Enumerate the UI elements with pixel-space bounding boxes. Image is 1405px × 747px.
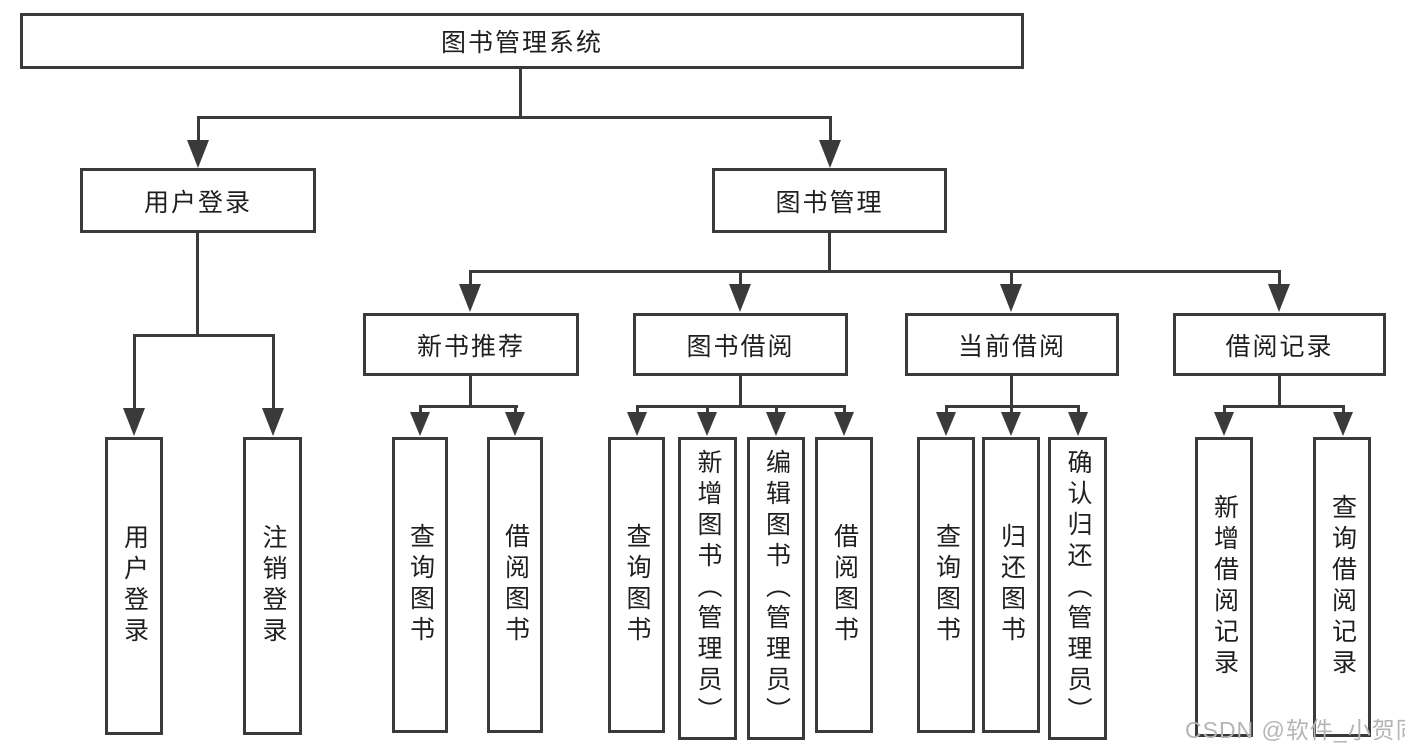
node-leaf-add-book-admin: 新增图书（管理员）: [678, 437, 737, 740]
connector-line: [843, 405, 846, 416]
node-leaf-query-book-2: 查询图书: [608, 437, 665, 733]
node-leaf-edit-book-admin: 编辑图书（管理员）: [747, 437, 805, 740]
connector-line: [197, 116, 200, 142]
arrowhead-down-icon: [1214, 412, 1234, 436]
connector-line: [706, 405, 709, 416]
connector-line: [469, 270, 472, 286]
connector-line: [739, 376, 742, 407]
connector-line: [514, 405, 517, 416]
connector-line: [419, 405, 422, 416]
node-leaf-logout: 注销登录: [243, 437, 302, 735]
connector-line: [636, 405, 846, 408]
node-leaf-return-book: 归还图书: [982, 437, 1040, 733]
connector-line: [469, 376, 472, 407]
csdn-watermark: CSDN @软件_小贺同学: [1185, 717, 1405, 743]
node-borrow-record: 借阅记录: [1173, 313, 1386, 376]
arrowhead-down-icon: [697, 412, 717, 436]
connector-line: [1010, 405, 1013, 416]
connector-line: [775, 405, 778, 416]
arrowhead-down-icon: [1001, 412, 1021, 436]
arrowhead-down-icon: [262, 408, 284, 436]
arrowhead-down-icon: [834, 412, 854, 436]
connector-line: [1342, 405, 1345, 416]
arrowhead-down-icon: [766, 412, 786, 436]
arrowhead-down-icon: [819, 140, 841, 168]
arrowhead-down-icon: [410, 412, 430, 436]
connector-line: [197, 116, 832, 119]
connector-line: [469, 270, 1281, 273]
connector-line: [945, 405, 948, 416]
connector-line: [739, 270, 742, 286]
node-leaf-query-borrow-record: 查询借阅记录: [1313, 437, 1371, 737]
connector-line: [1223, 405, 1226, 416]
connector-line: [1278, 376, 1281, 407]
connector-line: [419, 405, 518, 408]
node-leaf-new-borrow-record: 新增借阅记录: [1195, 437, 1253, 737]
arrowhead-down-icon: [729, 284, 751, 312]
arrowhead-down-icon: [627, 412, 647, 436]
connector-line: [133, 334, 275, 337]
connector-line: [272, 334, 275, 410]
arrowhead-down-icon: [1268, 284, 1290, 312]
node-leaf-borrow-book-1: 借阅图书: [487, 437, 543, 733]
node-leaf-confirm-return-admin: 确认归还（管理员）: [1048, 437, 1107, 740]
connector-line: [519, 69, 522, 118]
arrowhead-down-icon: [1333, 412, 1353, 436]
connector-line: [133, 334, 136, 410]
connector-line: [1010, 376, 1013, 407]
connector-line: [196, 233, 199, 336]
arrowhead-down-icon: [505, 412, 525, 436]
node-new-book-recommend: 新书推荐: [363, 313, 579, 376]
node-leaf-query-book-1: 查询图书: [392, 437, 448, 733]
connector-line: [636, 405, 639, 416]
node-leaf-query-book-3: 查询图书: [917, 437, 975, 733]
connector-line: [828, 233, 831, 272]
node-user-login: 用户登录: [80, 168, 316, 233]
arrowhead-down-icon: [187, 140, 209, 168]
node-current-borrow: 当前借阅: [905, 313, 1119, 376]
node-book-management: 图书管理: [712, 168, 947, 233]
connector-line: [1077, 405, 1080, 416]
node-library-management-system: 图书管理系统: [20, 13, 1024, 69]
arrowhead-down-icon: [1000, 284, 1022, 312]
arrowhead-down-icon: [459, 284, 481, 312]
connector-line: [1278, 270, 1281, 286]
arrowhead-down-icon: [123, 408, 145, 436]
arrowhead-down-icon: [1068, 412, 1088, 436]
connector-line: [829, 116, 832, 142]
connector-line: [1223, 405, 1345, 408]
arrowhead-down-icon: [936, 412, 956, 436]
node-leaf-borrow-book-2: 借阅图书: [815, 437, 873, 733]
node-book-borrow: 图书借阅: [633, 313, 848, 376]
connector-line: [1010, 270, 1013, 286]
node-leaf-user-login: 用户登录: [105, 437, 163, 735]
